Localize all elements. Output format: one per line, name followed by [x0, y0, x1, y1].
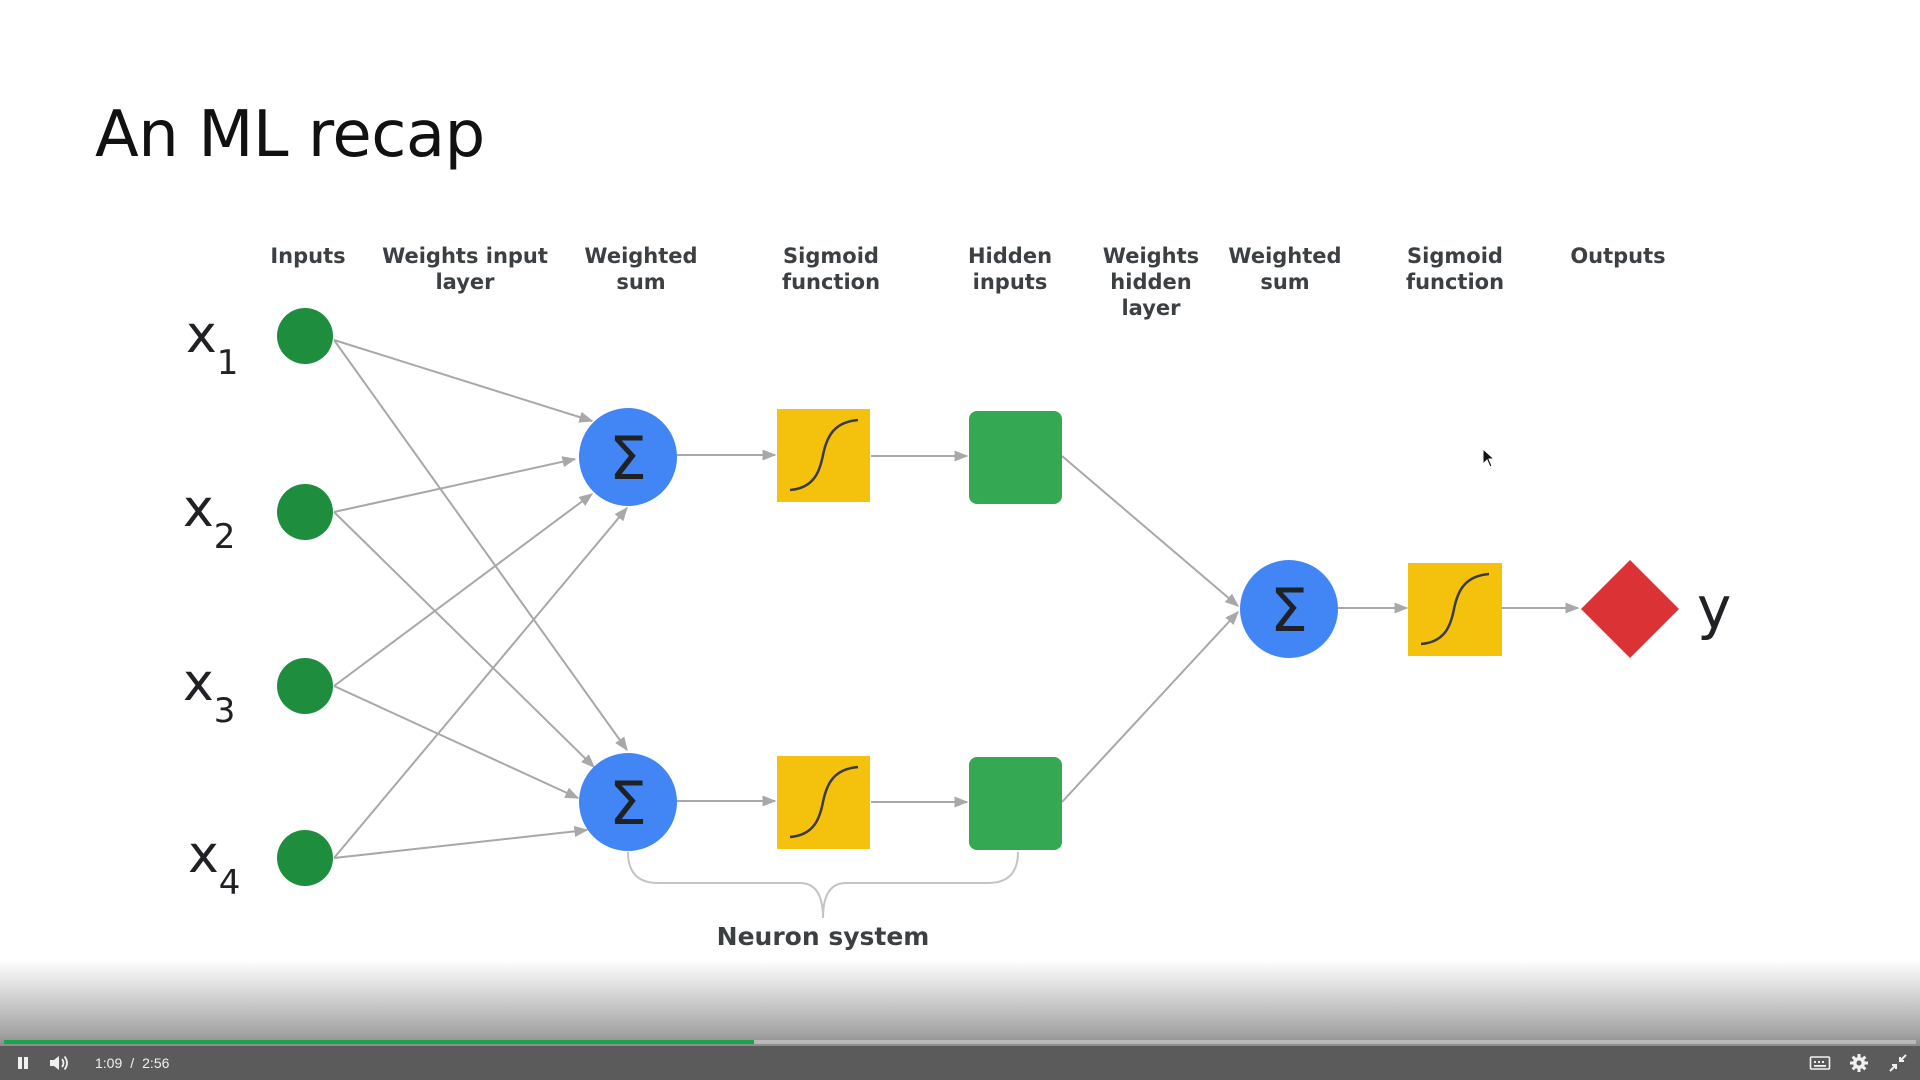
time-display: 1:09 / 2:56	[95, 1055, 169, 1071]
exit-fullscreen-button[interactable]	[1885, 1051, 1911, 1075]
sigmoid-curve-icon	[789, 418, 859, 492]
hidden-node-top	[969, 411, 1062, 504]
settings-button[interactable]	[1846, 1051, 1872, 1075]
col-label-weighted-sum-b-2: sum	[1260, 270, 1309, 294]
col-label-sigmoid-b: Sigmoid	[1407, 244, 1503, 268]
captions-icon	[1809, 1056, 1831, 1070]
sigmoid-box-bottom	[777, 756, 870, 849]
input-label-2: x2	[183, 479, 235, 557]
col-label-weights-hidden-3: layer	[1121, 296, 1181, 320]
col-label-weighted-sum: Weighted	[584, 244, 697, 268]
progress-fill	[4, 1040, 754, 1044]
col-label-sigmoid: Sigmoid	[783, 244, 879, 268]
col-label-outputs: Outputs	[1570, 244, 1665, 268]
sigma-symbol: Σ	[609, 424, 647, 494]
sum-node-top: Σ	[579, 408, 677, 506]
col-label-sigmoid-2: function	[782, 270, 880, 294]
neural-network-diagram: Inputs Weights input layer Weighted sum …	[183, 244, 1731, 951]
exit-fullscreen-icon	[1889, 1054, 1907, 1072]
input-edges	[333, 339, 628, 859]
captions-button[interactable]	[1807, 1051, 1833, 1075]
input-node-1	[277, 308, 333, 364]
slide-title: An ML recap	[95, 98, 485, 172]
hidden-node-bottom	[969, 757, 1062, 850]
sigma-symbol: Σ	[609, 769, 647, 839]
input-node-2	[277, 484, 333, 540]
input-label-1: x1	[186, 305, 238, 383]
sigmoid-box-top	[777, 409, 870, 502]
col-label-weighted-sum-2: sum	[616, 270, 665, 294]
sigmoid-curve-icon	[1420, 572, 1490, 646]
settings-icon	[1850, 1054, 1868, 1072]
sum-node-output: Σ	[1240, 560, 1338, 658]
col-label-sigmoid-b-2: function	[1406, 270, 1504, 294]
col-label-hidden-inputs-2: inputs	[973, 270, 1048, 294]
output-label: y	[1697, 574, 1731, 642]
pause-icon	[18, 1057, 28, 1069]
neuron-system-brace	[627, 851, 1019, 919]
input-label-3: x3	[183, 653, 235, 731]
col-label-inputs: Inputs	[270, 244, 345, 268]
col-label-weighted-sum-b: Weighted	[1228, 244, 1341, 268]
col-label-weights-input: Weights input	[382, 244, 548, 268]
col-label-hidden-inputs: Hidden	[968, 244, 1052, 268]
pause-button[interactable]	[10, 1051, 36, 1075]
mouse-cursor-icon	[1482, 448, 1496, 468]
player-controls: 1:09 / 2:56	[0, 1046, 1920, 1080]
col-label-weights-input-2: layer	[435, 270, 495, 294]
progress-bar[interactable]	[4, 1040, 1916, 1044]
layer-edges	[677, 449, 1580, 808]
volume-icon	[50, 1055, 68, 1071]
time-separator: /	[130, 1055, 135, 1071]
sigma-symbol: Σ	[1270, 576, 1308, 646]
duration: 2:56	[142, 1055, 170, 1071]
sum-node-bottom: Σ	[579, 753, 677, 851]
volume-button[interactable]	[46, 1051, 72, 1075]
input-node-4	[277, 830, 333, 886]
sigmoid-box-output	[1408, 563, 1502, 656]
sigmoid-curve-icon	[789, 765, 859, 839]
current-time: 1:09	[95, 1055, 123, 1071]
input-node-3	[277, 658, 333, 714]
input-label-4: x4	[188, 825, 240, 903]
neuron-system-label: Neuron system	[717, 922, 930, 951]
col-label-weights-hidden-2: hidden	[1110, 270, 1191, 294]
output-node	[1581, 560, 1679, 658]
col-label-weights-hidden: Weights	[1103, 244, 1199, 268]
